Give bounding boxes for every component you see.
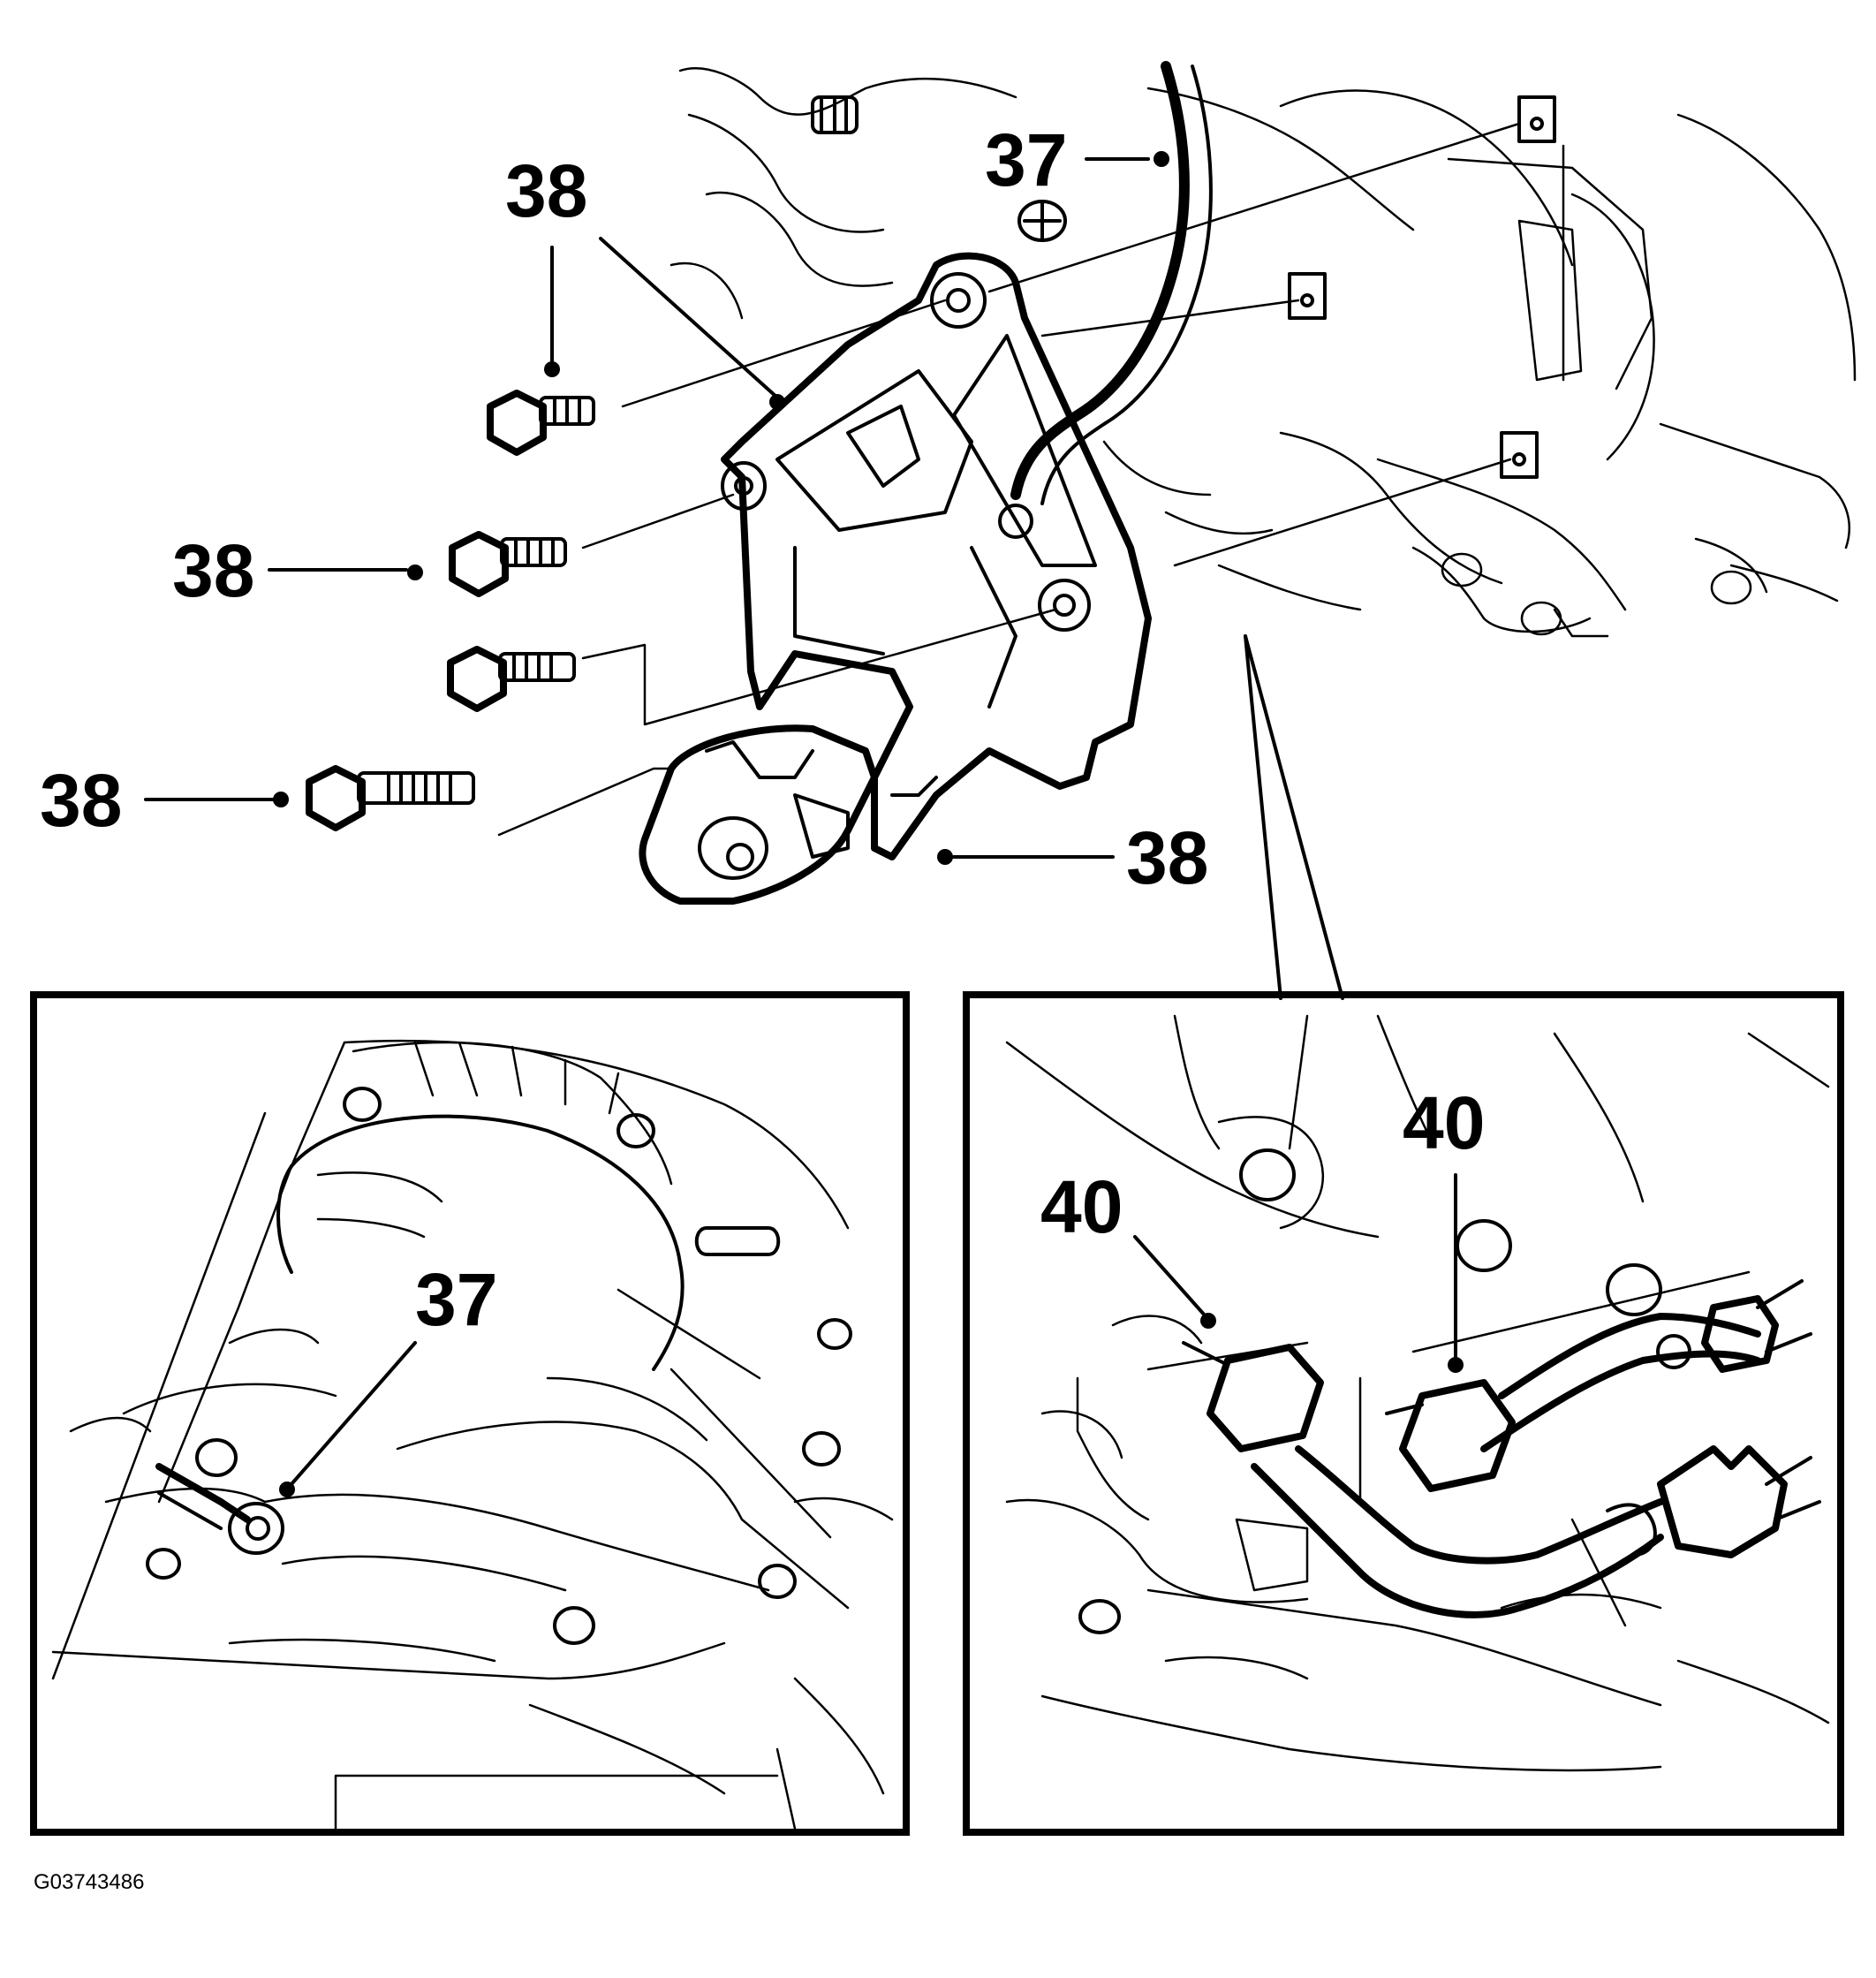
bolt-2 (449, 531, 567, 597)
callout-40-inset-left: 40 (1040, 1165, 1123, 1248)
inset-right-frame (963, 991, 1844, 1836)
inset-right-dot-40-left (1200, 1313, 1216, 1329)
alignment-lines (497, 122, 1565, 837)
callout-37-main: 37 (985, 118, 1067, 201)
engine-mount (639, 724, 878, 905)
callout-40-inset-right: 40 (1403, 1081, 1485, 1164)
inset-left-dot-37 (279, 1482, 295, 1497)
callout-38-top: 38 (505, 149, 587, 232)
inset-right: 40 40 (963, 991, 1844, 1836)
inset-right-dot-40-right (1448, 1357, 1464, 1373)
bolt-4 (306, 765, 475, 831)
bolt-3 (447, 646, 576, 712)
upper-stud (811, 95, 1067, 242)
inset-left-frame (30, 991, 910, 1836)
callout-leaders (144, 157, 1150, 859)
callout-38-right: 38 (1126, 816, 1208, 899)
inset-left: 37 (30, 991, 910, 1836)
mounting-bracket (721, 252, 1152, 860)
callout-38-mid: 38 (172, 529, 254, 612)
callout-38-low: 38 (40, 759, 122, 842)
inset-right-leader-40-left (1133, 1235, 1207, 1318)
figure-id: G03743486 (34, 1870, 144, 1894)
transmission-housing (669, 67, 1857, 638)
callout-dots (273, 151, 1169, 865)
inset-left-leader-37 (290, 1341, 417, 1486)
bolt-1 (487, 390, 595, 456)
callout-37-inset-left: 37 (415, 1258, 497, 1341)
detail-pointer (1244, 634, 1344, 1000)
main-exploded-view: 37 38 38 38 38 (40, 61, 1857, 1000)
